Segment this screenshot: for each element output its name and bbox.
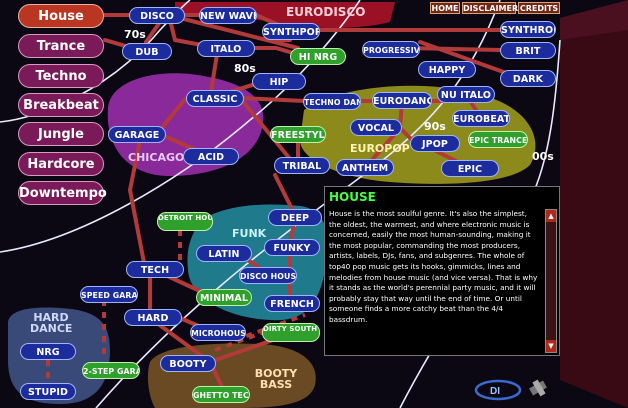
node-stupid[interactable]: STUPID xyxy=(20,383,76,400)
scroll-down-icon[interactable]: ▼ xyxy=(546,340,556,352)
node-garage[interactable]: GARAGE xyxy=(108,126,166,143)
node-progressive[interactable]: PROGRESSIVE xyxy=(362,41,420,58)
node-latin[interactable]: LATIN xyxy=(196,245,252,262)
node-classic[interactable]: CLASSIC xyxy=(186,90,244,107)
node-ghetto-tech[interactable]: GHETTO TECH xyxy=(192,386,250,403)
node-anthem[interactable]: ANTHEM xyxy=(336,159,394,176)
info-scrollbar[interactable]: ▲ ▼ xyxy=(545,209,557,353)
node-tech[interactable]: TECH xyxy=(126,261,184,278)
region-booty-bass-label: BOOTY BASS xyxy=(254,367,298,391)
node-microhouse[interactable]: MICROHOUSE xyxy=(190,324,246,341)
node-eurodance[interactable]: EURODANCE xyxy=(372,92,432,109)
info-description: House is the most soulful genre. It's al… xyxy=(329,209,538,324)
node-2-step-garage[interactable]: 2-STEP GARAGE xyxy=(82,362,140,379)
node-freestyle[interactable]: FREESTYLE xyxy=(270,126,326,143)
node-nu-italo[interactable]: NU ITALO xyxy=(437,86,495,103)
node-dirty-south-rap[interactable]: DIRTY SOUTH RAP xyxy=(262,323,320,342)
decade-00s-label: 00s xyxy=(532,150,554,163)
sidebar-house-button[interactable]: House xyxy=(18,4,104,28)
decade-70s-label: 70s xyxy=(124,28,146,41)
node-minimal[interactable]: MINIMAL xyxy=(196,289,252,306)
scroll-up-icon[interactable]: ▲ xyxy=(546,210,556,222)
node-epic[interactable]: EPIC xyxy=(441,160,499,177)
sidebar-jungle-button[interactable]: Jungle xyxy=(18,122,104,146)
region-hard-dance-label: HARD DANCE xyxy=(30,311,73,335)
region-europop-label: EUROPOP xyxy=(350,142,410,155)
node-funky[interactable]: FUNKY xyxy=(264,239,320,256)
node-deep[interactable]: DEEP xyxy=(268,209,322,226)
node-new-wave[interactable]: NEW WAVE xyxy=(199,7,257,24)
node-brit[interactable]: BRIT xyxy=(500,42,556,59)
node-booty[interactable]: BOOTY xyxy=(160,355,216,372)
sidebar-techno-button[interactable]: Techno xyxy=(18,64,104,88)
node-dub[interactable]: DUB xyxy=(122,43,172,60)
node-disco-house[interactable]: DISCO HOUSE xyxy=(239,267,297,284)
node-techno-dance[interactable]: TECHNO DANCE xyxy=(303,93,361,110)
node-hip[interactable]: HIP xyxy=(252,73,306,90)
node-hard[interactable]: HARD xyxy=(124,309,182,326)
satellite-icon xyxy=(529,379,547,397)
sidebar-breakbeat-button[interactable]: Breakbeat xyxy=(18,93,104,117)
node-jpop[interactable]: JPOP xyxy=(410,135,460,152)
disclaimer-link[interactable]: DISCLAIMER xyxy=(462,2,519,14)
node-happy[interactable]: HAPPY xyxy=(418,61,476,78)
sidebar-hardcore-button[interactable]: Hardcore xyxy=(18,152,104,176)
node-dark[interactable]: DARK xyxy=(500,70,556,87)
decade-80s-label: 80s xyxy=(234,62,256,75)
node-detroit-house[interactable]: DETROIT HOUSE xyxy=(157,212,213,231)
decade-90s-label: 90s xyxy=(424,120,446,133)
sidebar-trance-button[interactable]: Trance xyxy=(18,34,104,58)
node-disco[interactable]: DISCO xyxy=(129,7,185,24)
node-nrg[interactable]: NRG xyxy=(20,343,76,360)
node-acid[interactable]: ACID xyxy=(183,148,239,165)
node-synthron[interactable]: SYNTHRON xyxy=(500,21,556,38)
region-eurodisco-label: EURODISCO xyxy=(286,5,366,19)
region-chicago-label: CHICAGO xyxy=(128,151,185,164)
node-speed-garage[interactable]: SPEED GARAGE xyxy=(80,286,138,303)
logo-text: DI xyxy=(490,386,500,397)
node-synthpop[interactable]: SYNTHPOP xyxy=(262,23,320,40)
home-link[interactable]: HOME xyxy=(430,2,460,14)
region-funk-label: FUNK xyxy=(232,227,267,240)
node-french[interactable]: FRENCH xyxy=(264,295,320,312)
node-hi-nrg[interactable]: HI NRG xyxy=(290,48,346,65)
node-italo[interactable]: ITALO xyxy=(197,40,255,57)
credits-link[interactable]: CREDITS xyxy=(518,2,560,14)
node-eurobeat[interactable]: EUROBEAT xyxy=(452,110,510,127)
node-tribal[interactable]: TRIBAL xyxy=(274,157,330,174)
sidebar-downtempo-button[interactable]: Downtempo xyxy=(18,181,107,205)
node-epic-trance[interactable]: EPIC TRANCE xyxy=(468,131,528,148)
info-title: HOUSE xyxy=(329,190,376,204)
node-vocal[interactable]: VOCAL xyxy=(350,119,402,136)
genre-info-panel: HOUSE House is the most soulful genre. I… xyxy=(324,186,560,356)
